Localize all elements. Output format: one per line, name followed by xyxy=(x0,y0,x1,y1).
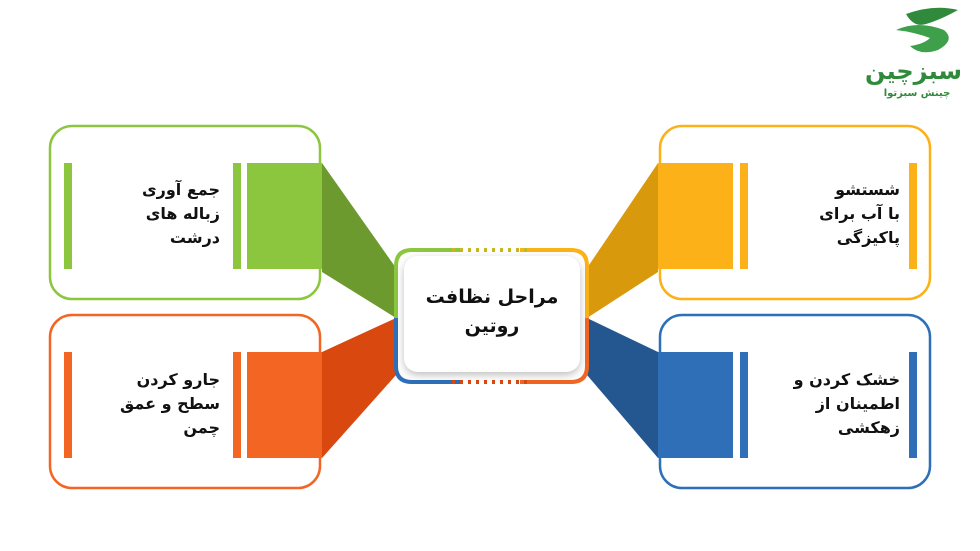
step-label-line: جمع آوری xyxy=(141,180,220,199)
leaf-icon xyxy=(906,7,958,25)
center-title-line: مراحل نظافت xyxy=(425,286,559,308)
step-card-top-left xyxy=(48,124,322,301)
center-title-line: روتین xyxy=(464,315,520,337)
leaf-icon xyxy=(896,25,949,53)
step-label-line: شستشو xyxy=(835,180,900,199)
step-label-line: سطح و عمق xyxy=(119,394,220,413)
connector-top-left xyxy=(322,163,396,318)
card-accent-bar xyxy=(740,352,748,458)
card-color-block xyxy=(658,352,733,458)
step-label-bottom-left: جارو کردن سطح و عمق چمن xyxy=(80,368,220,440)
card-accent-bar xyxy=(909,352,917,458)
step-label-line: چمن xyxy=(183,418,220,437)
step-label-line: زهکشی xyxy=(837,418,900,437)
card-accent-bar xyxy=(740,163,748,269)
logo-name: سبزچین xyxy=(864,57,962,85)
step-label-top-left: جمع آوری زباله های درشت xyxy=(80,178,220,250)
center-frame-top-right xyxy=(520,248,589,318)
logo-tagline: چینش سبزتوا xyxy=(883,88,951,99)
step-card-bottom-left xyxy=(48,313,322,490)
card-color-block xyxy=(247,163,322,269)
step-card-bottom-right xyxy=(658,313,932,490)
center-node xyxy=(394,248,589,384)
center-frame-bottom-right xyxy=(520,318,589,384)
step-label-line: زباله های xyxy=(145,204,220,223)
center-frame-top-left xyxy=(394,248,460,318)
card-accent-bar xyxy=(64,163,72,269)
card-accent-bar xyxy=(233,163,241,269)
center-title: مراحل نظافت روتین xyxy=(404,283,580,341)
step-label-top-right: شستشو با آب برای پاکیزگی xyxy=(752,178,900,250)
card-accent-bar xyxy=(909,163,917,269)
step-label-bottom-right: خشک کردن و اطمینان از زهکشی xyxy=(752,368,900,440)
step-label-line: با آب برای xyxy=(819,204,900,223)
connector-bottom-right xyxy=(587,318,658,458)
step-label-line: اطمینان از xyxy=(815,394,900,413)
logo-mark xyxy=(896,7,958,53)
step-label-line: جارو کردن xyxy=(136,370,220,389)
card-color-block xyxy=(658,163,733,269)
card-color-block xyxy=(247,352,322,458)
connector-top-right xyxy=(587,163,658,318)
step-card-top-right xyxy=(658,124,932,301)
center-card xyxy=(404,256,580,372)
card-accent-bar xyxy=(64,352,72,458)
step-label-line: خشک کردن و xyxy=(793,370,900,389)
step-label-line: درشت xyxy=(169,228,220,247)
card-accent-bar xyxy=(233,352,241,458)
center-frame-bottom-left xyxy=(394,318,460,384)
step-label-line: پاکیزگی xyxy=(836,228,900,247)
connector-bottom-left xyxy=(322,318,396,458)
